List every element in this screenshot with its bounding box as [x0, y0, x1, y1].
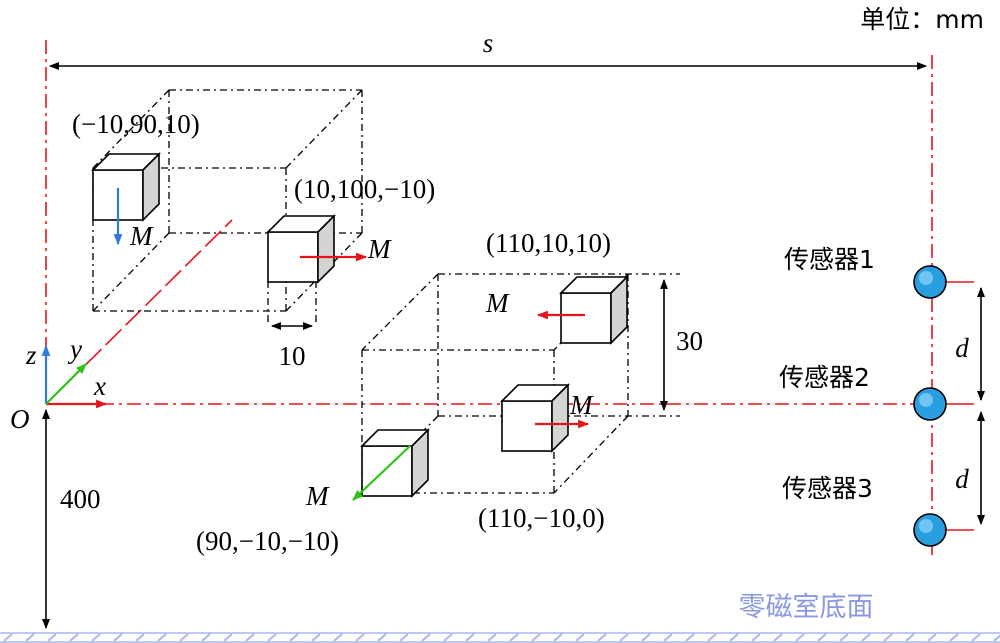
sensor-label: 传感器1 [784, 245, 875, 274]
magnet-cube-side [551, 383, 569, 453]
magnet-3: (110,10,10) M [485, 228, 629, 345]
origin-label: O [10, 404, 30, 434]
magnet-coordinate-label: (−10,90,10) [72, 109, 200, 139]
moment-label: M [367, 234, 392, 264]
x-axis-label: x [93, 371, 106, 401]
sensor-label: 传感器3 [782, 474, 873, 503]
magnet-cube-side [142, 152, 160, 222]
magnet-coordinate-label: (110,−10,0) [478, 503, 605, 533]
dimension-400-label: 400 [60, 484, 101, 514]
floor-label: 零磁室底面 [739, 592, 874, 623]
magnet-coordinate-label: (90,−10,−10) [196, 526, 339, 556]
magnet-coordinate-label: (10,100,−10) [294, 174, 435, 204]
dimension-30: 30 [660, 279, 703, 411]
unit-label: 单位：mm [860, 5, 984, 34]
moment-label: M [485, 288, 510, 318]
magnet-2: (10,100,−10) M [266, 174, 435, 284]
sensors: 传感器1 传感器2 传感器3 [779, 245, 974, 547]
sensor-spacing: d d [955, 287, 985, 525]
dimension-30-label: 30 [676, 326, 703, 356]
magnet-cube-front [501, 400, 553, 452]
z-axis-label: z [25, 340, 37, 370]
magnet-coordinate-label: (110,10,10) [486, 228, 611, 258]
spacing-d2-label: d [955, 464, 969, 494]
floor [0, 632, 1000, 643]
dimension-s: s [49, 28, 927, 70]
sensor-1: 传感器1 [784, 245, 974, 299]
sensor-highlight [919, 393, 933, 407]
moment-arrow [352, 445, 411, 501]
y-axis [45, 363, 87, 405]
y-axis-label: y [67, 334, 82, 364]
magnet-5: (90,−10,−10) M [196, 428, 430, 556]
sensor-2: 传感器2 [779, 363, 974, 421]
magnet-1: (−10,90,10) M [72, 109, 200, 251]
moment-label: M [569, 390, 594, 420]
moment-label: M [129, 221, 154, 251]
dimension-10-label: 10 [279, 341, 306, 371]
dimension-10: 10 [271, 322, 313, 371]
sensor-label: 传感器2 [779, 363, 870, 392]
coordinate-axes: O x y z [10, 334, 108, 434]
magnet-cube-side [411, 428, 429, 498]
magnet-4: (110,−10,0) M [478, 383, 605, 533]
sensor-3: 传感器3 [782, 474, 974, 547]
magnet-cube-front [560, 292, 612, 344]
magnet-cube-front [361, 445, 413, 497]
dimension-400: 400 [42, 409, 101, 629]
magnet-cube-side [610, 275, 628, 345]
magnet-cube-side [317, 214, 335, 284]
sensor-highlight [919, 271, 933, 285]
magnets: (−10,90,10)M(10,100,−10)M(110,10,10)M(11… [72, 109, 629, 556]
sensor-highlight [919, 519, 933, 533]
moment-label: M [305, 481, 330, 511]
spacing-d1-label: d [955, 333, 969, 363]
dimension-s-label: s [483, 28, 494, 58]
